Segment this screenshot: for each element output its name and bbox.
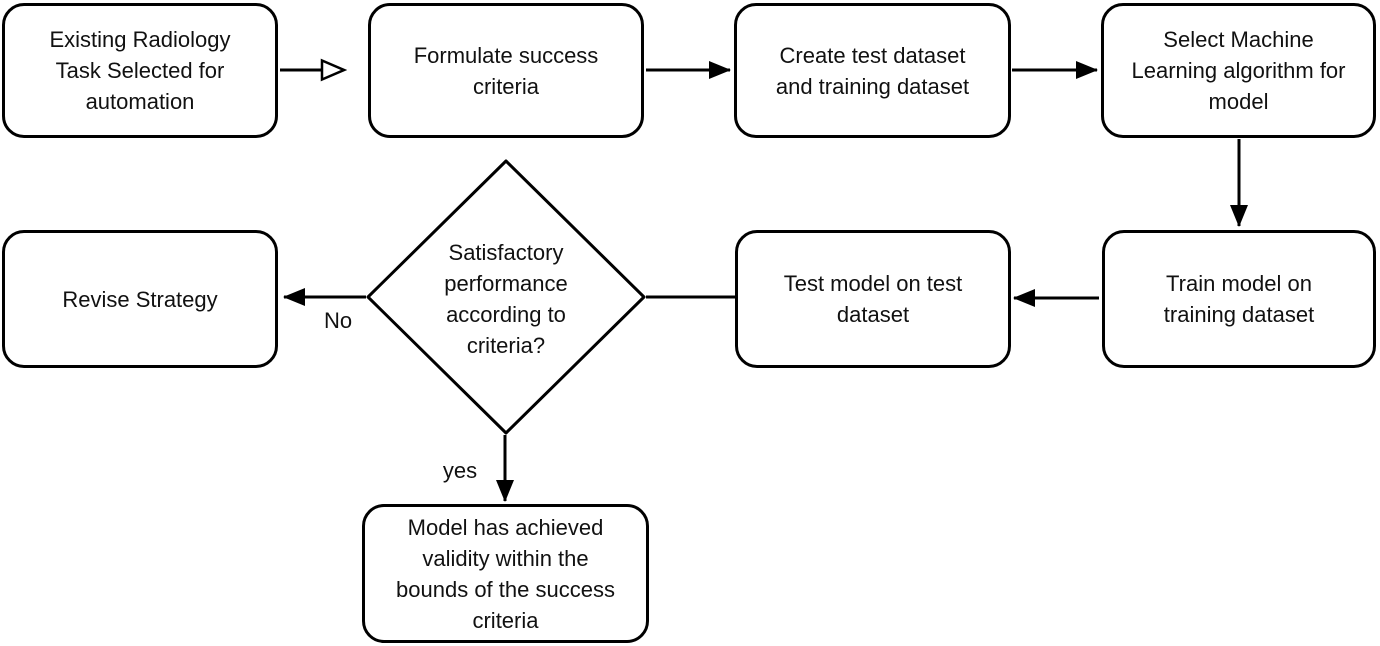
decision-satisfactory-performance-label: Satisfactory performance according to cr… xyxy=(444,240,568,358)
node-formulate-success-criteria-label: Formulate success criteria xyxy=(413,42,599,99)
node-formulate-success-criteria: Formulate success criteria xyxy=(368,3,644,138)
node-create-datasets-label: Create test dataset and training dataset xyxy=(775,42,970,99)
node-revise-strategy: Revise Strategy xyxy=(2,230,278,368)
node-existing-radiology-task: Existing Radiology Task Selected for aut… xyxy=(2,3,278,138)
node-select-ml-algorithm: Select Machine Learning algorithm for mo… xyxy=(1101,3,1376,138)
node-revise-strategy-label: Revise Strategy xyxy=(62,286,218,312)
decision-satisfactory-performance: Satisfactory performance according to cr… xyxy=(386,237,626,361)
node-create-datasets: Create test dataset and training dataset xyxy=(734,3,1011,138)
edge-label-no: No xyxy=(323,308,353,333)
decision-diamond-shape xyxy=(366,159,646,435)
node-train-model-label: Train model on training dataset xyxy=(1163,271,1315,327)
node-test-model: Test model on test dataset xyxy=(735,230,1011,368)
node-existing-radiology-task-label: Existing Radiology Task Selected for aut… xyxy=(49,27,231,114)
node-model-achieved-validity-label: Model has achieved validity within the b… xyxy=(396,514,615,633)
edge-label-yes: yes xyxy=(442,458,478,483)
node-train-model: Train model on training dataset xyxy=(1102,230,1376,368)
node-select-ml-algorithm-label: Select Machine Learning algorithm for mo… xyxy=(1131,27,1346,114)
node-model-achieved-validity: Model has achieved validity within the b… xyxy=(362,504,649,643)
node-test-model-label: Test model on test dataset xyxy=(783,271,963,327)
